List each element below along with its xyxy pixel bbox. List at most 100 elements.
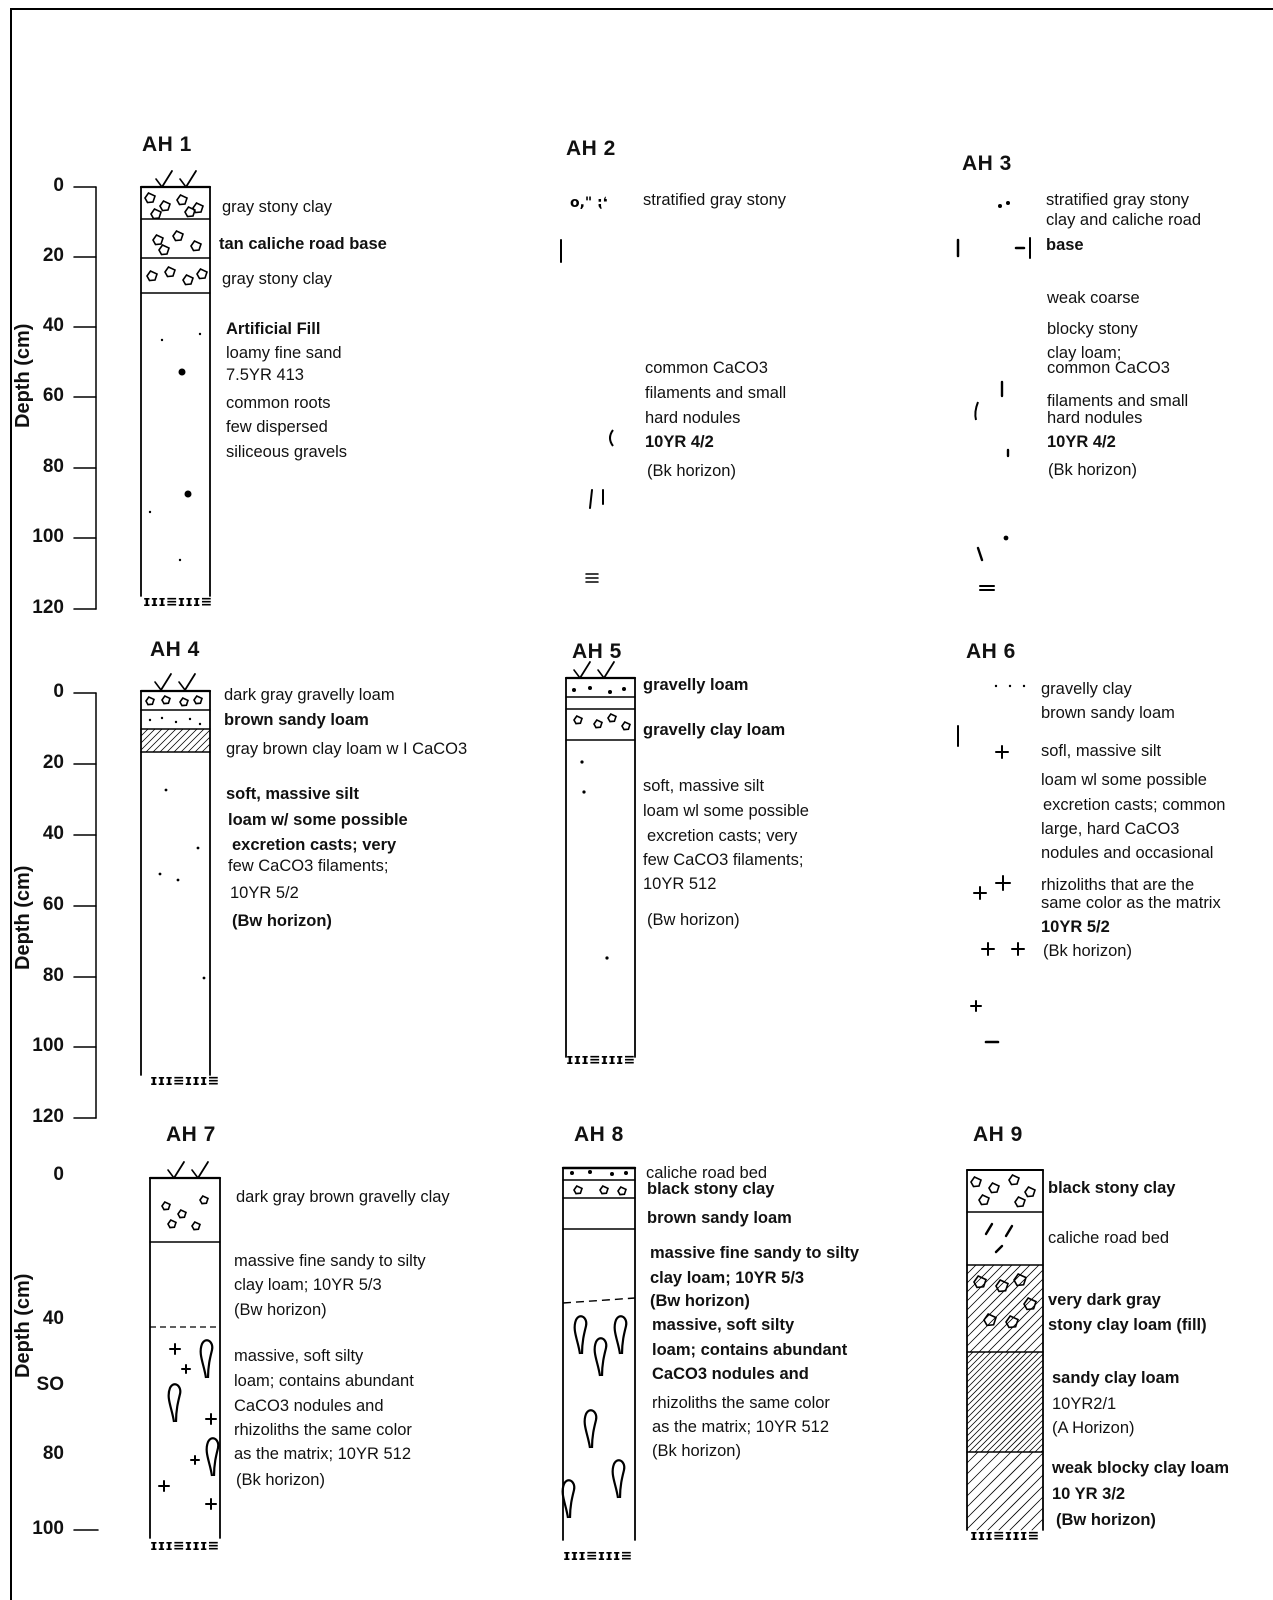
layer-label: stratified gray stony [643,191,787,209]
profile-title: AH 1 [142,133,192,156]
stone-symbol [190,239,202,252]
rhizolith-symbol [593,1337,608,1377]
hatch-mark [166,728,191,753]
layer-label: (Bk horizon) [1043,942,1132,960]
layer-label: (Bw horizon) [234,1301,327,1319]
layer-label: caliche road bed [1048,1229,1170,1247]
hatch-mark [969,1278,1044,1353]
layer-label: gray stony clay [222,270,333,288]
hatch-mark [145,728,170,753]
y-axis-label: Depth (cm) [12,323,34,428]
sediment-dot [160,338,164,342]
hatch-mark [966,1351,1022,1407]
stone-symbol [182,273,194,286]
layer-label: (Bw horizon) [650,1292,750,1310]
column-base-symbol: ɪɪɪ≡ɪɪɪ≡ [143,594,212,610]
layer-label: black stony clay [1048,1179,1176,1197]
hatch-mark [1009,1496,1044,1531]
hatch-mark [966,1451,1001,1486]
hatch-mark [966,1451,1012,1497]
layer-label: gravelly loam [643,676,749,694]
layer-label: loam; contains abundant [652,1341,848,1359]
sediment-dot [580,760,584,764]
hatch-mark [180,728,205,753]
axis-tick-label: 40 [42,823,64,844]
hatch-mark [966,1264,977,1275]
column-mark [984,1222,994,1236]
axis-tick-label: 80 [42,965,64,986]
sediment-dot [1008,684,1012,688]
layer-label: large, hard CaCO3 [1041,820,1180,838]
layer-label: few CaCO3 filaments; [643,851,804,869]
sediment-dot [184,490,192,498]
sediment-dot [622,687,626,691]
profile-title: AH 7 [166,1123,216,1146]
layer-label: (Bk horizon) [236,1471,325,1489]
grass-symbol [579,661,591,679]
layer-label: few dispersed [226,418,328,436]
grass-symbol [184,673,196,691]
layer-label: very dark gray [1048,1291,1161,1309]
axis-tick-label: 80 [42,456,64,477]
hatch-mark [966,1264,1040,1338]
layer-label: excretion casts; very [647,827,798,845]
layer-label: blocky stony [1047,320,1138,338]
hatch-mark [140,728,163,751]
layer-label: 7.5YR 413 [226,366,304,384]
grass-symbol [197,1161,209,1179]
grass-symbol [178,681,186,691]
grass-symbol [160,673,172,691]
layer-label: nodules and occasional [1041,844,1214,862]
profile-title: AH 6 [966,640,1016,663]
hatch-mark [998,1485,1044,1531]
layer-label: loam; contains abundant [234,1372,414,1390]
column-base-symbol: ɪɪɪ≡ɪɪɪ≡ [563,1548,632,1564]
sediment-dot [176,878,180,882]
column-mark [976,546,984,562]
layer-label: gravelly clay loam [643,721,786,739]
layer-label: sofl, massive silt [1041,742,1162,760]
layer-label: few CaCO3 filaments; [228,857,389,875]
rhizolith-symbol [573,1315,588,1355]
stone-symbol [167,1218,177,1229]
hatch-mark [968,1377,1044,1453]
hatch-mark [966,1269,1044,1347]
stone-symbol [988,1181,1000,1194]
layer-label: gray brown clay loam w I CaCO3 [226,740,468,758]
hatch-mark [966,1351,1004,1389]
layer-label: (Bw horizon) [232,912,332,930]
sediment-dot [605,956,609,960]
sediment-dot [1003,535,1009,541]
grass-symbol [185,170,197,188]
sediment-dot [570,1171,574,1175]
rhizolith-symbol [613,1315,628,1355]
layer-label: (Bk horizon) [647,462,736,480]
axis-tick-label: SO [36,1374,64,1395]
column-mark [974,401,979,421]
hatch-mark [966,1351,1016,1401]
profile-title: AH 2 [566,137,616,160]
axis-tick-label: 100 [32,526,64,547]
layer-label: clay and caliche road [1046,211,1202,229]
rhizolith-symbol [561,1479,576,1519]
layer-label: (Bw horizon) [647,911,740,929]
layer-label: loam wl some possible [643,802,809,820]
layer-label: 10YR 5/2 [1041,918,1110,936]
layer-label: same color as the matrix [1041,894,1221,912]
stone-symbol [978,1193,990,1206]
rhizolith-symbol [583,1409,598,1449]
axis-tick-label: 0 [53,681,64,702]
sediment-dot [624,1171,628,1175]
column-base-symbol: ɪɪɪ≡ɪɪɪ≡ [566,1052,635,1068]
profile-title: AH 8 [574,1123,624,1146]
axis-tick-label: 100 [32,1518,64,1539]
axis-tick-label: 0 [53,175,64,196]
column-mark [994,1244,1004,1254]
layer-label: soft, massive silt [643,777,765,795]
layer-label: common roots [226,394,331,412]
hatch-mark [1032,1341,1044,1353]
stone-symbol [617,1185,627,1196]
axis-tick-label: 40 [42,1308,64,1329]
stone-symbol [150,207,162,220]
